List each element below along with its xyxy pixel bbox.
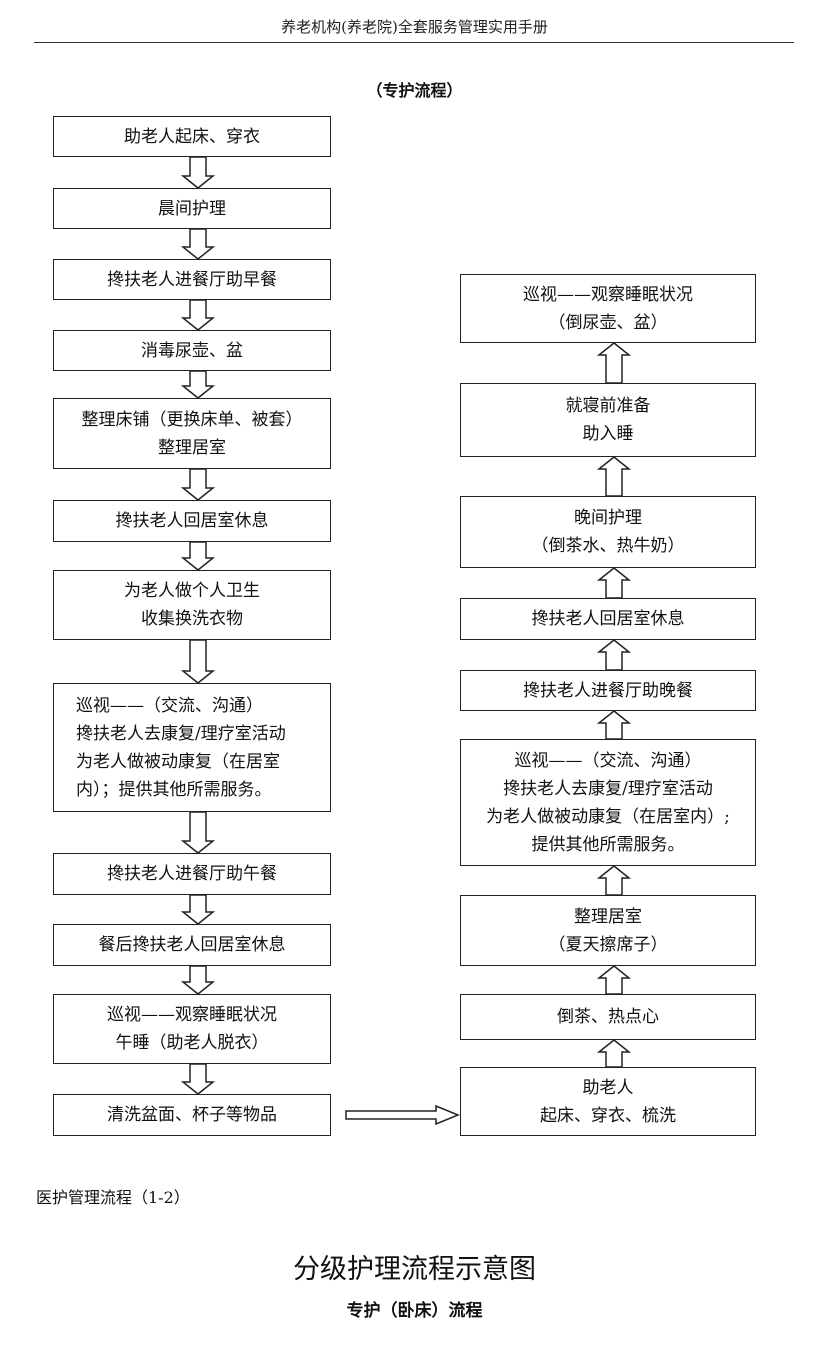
step-text-line: 搀扶老人进餐厅助晚餐 <box>523 680 693 701</box>
step-text-line: 消毒尿壶、盆 <box>141 340 243 361</box>
step-text-line: 巡视——（交流、沟通） <box>514 750 702 771</box>
right-step-9: 助老人起床、穿衣、梳洗 <box>460 1067 756 1136</box>
up-arrow-3 <box>596 567 632 599</box>
connector-arrow-right <box>345 1104 460 1126</box>
up-arrow-2 <box>596 456 632 497</box>
left-step-1: 助老人起床、穿衣 <box>53 116 331 157</box>
down-arrow-9 <box>180 894 216 925</box>
footnote: 医护管理流程（1-2） <box>36 1188 190 1207</box>
right-step-5: 搀扶老人进餐厅助晚餐 <box>460 670 756 711</box>
left-step-12: 清洗盆面、杯子等物品 <box>53 1094 331 1136</box>
down-arrow-3 <box>180 299 216 331</box>
step-text-line: 晨间护理 <box>158 198 226 219</box>
step-text-line: 助老人起床、穿衣 <box>124 126 260 147</box>
header-rule <box>34 42 794 43</box>
step-text-line: 搀扶老人回居室休息 <box>115 511 269 531</box>
down-arrow-4 <box>180 370 216 399</box>
left-step-3: 搀扶老人进餐厅助早餐 <box>53 259 331 300</box>
right-step-1: 巡视——观察睡眠状况 （倒尿壶、盆） <box>460 274 756 343</box>
diagram-subtitle: 专护（卧床）流程 <box>346 1301 483 1321</box>
step-text-line: 整理居室 <box>574 906 642 927</box>
step-text-line: 整理居室 <box>158 437 226 458</box>
right-step-8: 倒茶、热点心 <box>460 994 756 1040</box>
up-arrow-4 <box>596 639 632 671</box>
step-text-line: 晚间护理 <box>574 508 642 528</box>
step-text-line: 搀扶老人回居室休息 <box>531 609 685 629</box>
step-text-line: 为老人做个人卫生 <box>124 581 260 601</box>
down-arrow-6 <box>180 541 216 571</box>
step-text-line: 搀扶老人进餐厅助早餐 <box>107 269 277 290</box>
step-text-line: 倒茶、热点心 <box>557 1007 659 1027</box>
step-text-line: （倒尿壶、盆） <box>548 312 668 333</box>
step-text-line: 助入睡 <box>582 424 634 444</box>
left-step-9: 搀扶老人进餐厅助午餐 <box>53 853 331 895</box>
left-step-11: 巡视——观察睡眠状况午睡（助老人脱衣） <box>53 994 331 1064</box>
up-arrow-5 <box>596 710 632 740</box>
down-arrow-7 <box>180 639 216 684</box>
step-text-line: 为老人做被动康复（在居室内）; <box>486 806 730 827</box>
step-text-line: 搀扶老人去康复/理疗室活动 <box>503 778 713 799</box>
up-arrow-6 <box>596 865 632 896</box>
step-text-line: 巡视——（交流、沟通） <box>76 695 263 716</box>
step-text-line: 收集换洗衣物 <box>141 609 243 629</box>
step-text-line: 起床、穿衣、梳洗 <box>540 1105 676 1126</box>
left-step-4: 消毒尿壶、盆 <box>53 330 331 371</box>
step-text-line: 搀扶老人进餐厅助午餐 <box>107 864 277 884</box>
step-text-line: 餐后搀扶老人回居室休息 <box>98 935 286 955</box>
down-arrow-8 <box>180 811 216 854</box>
step-text-line: 清洗盆面、杯子等物品 <box>107 1105 277 1125</box>
running-header: 养老机构(养老院)全套服务管理实用手册 <box>281 18 548 36</box>
left-step-8: 巡视——（交流、沟通） 搀扶老人去康复/理疗室活动为老人做被动康复（在居室内）；提… <box>53 683 331 812</box>
right-step-7: 整理居室 （夏天擦席子） <box>460 895 756 966</box>
diagram-title: 分级护理流程示意图 <box>293 1254 536 1285</box>
left-step-7: 为老人做个人卫生收集换洗衣物 <box>53 570 331 640</box>
step-text-line: 巡视——观察睡眠状况 <box>523 284 693 305</box>
left-step-2: 晨间护理 <box>53 188 331 229</box>
down-arrow-10 <box>180 965 216 995</box>
step-text-line: （夏天擦席子） <box>548 934 668 955</box>
right-step-6: 巡视——（交流、沟通） 搀扶老人去康复/理疗室活动为老人做被动康复（在居室内）; 提… <box>460 739 756 866</box>
step-text-line: （倒茶水、热牛奶） <box>531 536 685 556</box>
step-text-line: 搀扶老人去康复/理疗室活动 <box>76 723 286 744</box>
left-step-5: 整理床铺（更换床单、被套） 整理居室 <box>53 398 331 469</box>
right-step-3: 晚间护理 （倒茶水、热牛奶） <box>460 496 756 568</box>
down-arrow-11 <box>180 1063 216 1095</box>
step-text-line: 提供其他所需服务。 <box>531 834 685 855</box>
up-arrow-8 <box>596 1039 632 1068</box>
step-text-line: 午睡（助老人脱衣） <box>115 1033 269 1053</box>
left-step-6: 搀扶老人回居室休息 <box>53 500 331 542</box>
step-text-line: 内）；提供其他所需服务。 <box>76 779 272 800</box>
step-text-line: 为老人做被动康复（在居室 <box>76 751 280 772</box>
step-text-line: 整理床铺（更换床单、被套） <box>81 409 303 430</box>
step-text-line: 巡视——观察睡眠状况 <box>107 1005 277 1025</box>
step-text-line: 助老人 <box>582 1077 634 1098</box>
flow-title: （专护流程） <box>366 81 463 100</box>
down-arrow-2 <box>180 228 216 260</box>
up-arrow-1 <box>596 342 632 384</box>
down-arrow-1 <box>180 156 216 189</box>
right-step-2: 就寝前准备助入睡 <box>460 383 756 457</box>
down-arrow-5 <box>180 468 216 501</box>
up-arrow-7 <box>596 965 632 995</box>
right-step-4: 搀扶老人回居室休息 <box>460 598 756 640</box>
step-text-line: 就寝前准备 <box>565 396 651 416</box>
left-step-10: 餐后搀扶老人回居室休息 <box>53 924 331 966</box>
